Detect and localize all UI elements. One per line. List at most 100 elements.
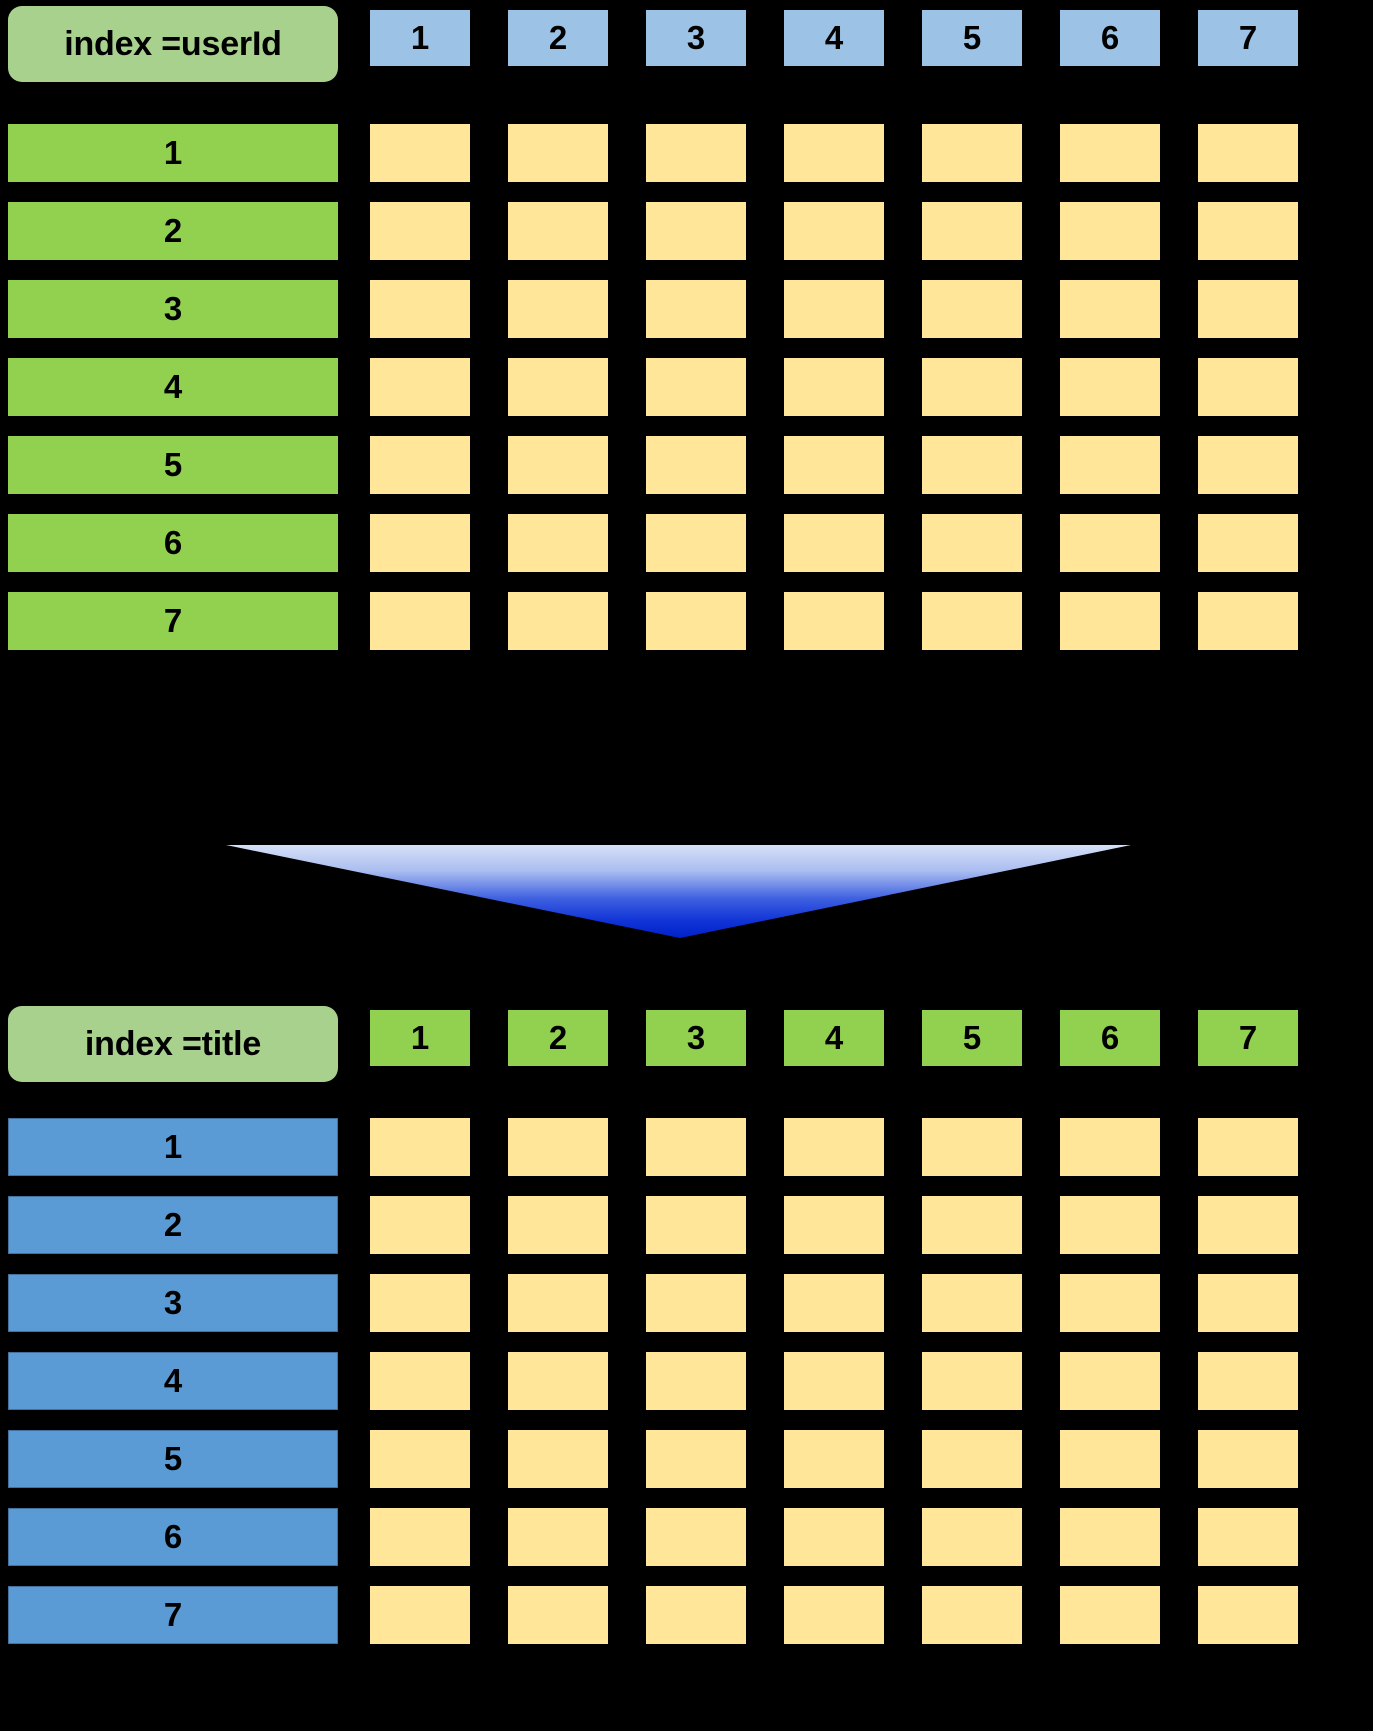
matrix-cell[interactable] <box>646 1118 746 1176</box>
matrix-cell[interactable] <box>922 1352 1022 1410</box>
matrix-cell[interactable] <box>1060 592 1160 650</box>
matrix-cell[interactable] <box>1060 358 1160 416</box>
matrix-cell[interactable] <box>1198 202 1298 260</box>
matrix-cell[interactable] <box>1198 514 1298 572</box>
matrix-cell[interactable] <box>784 436 884 494</box>
matrix-cell[interactable] <box>646 202 746 260</box>
matrix-cell[interactable] <box>508 592 608 650</box>
matrix-cell[interactable] <box>1198 1274 1298 1332</box>
matrix-cell[interactable] <box>922 280 1022 338</box>
matrix-cell[interactable] <box>922 514 1022 572</box>
matrix-cell[interactable] <box>508 202 608 260</box>
matrix-cell[interactable] <box>1198 1508 1298 1566</box>
matrix-cell[interactable] <box>646 592 746 650</box>
matrix-cell[interactable] <box>922 1196 1022 1254</box>
top-column-header-2[interactable]: 2 <box>508 10 608 66</box>
matrix-cell[interactable] <box>1198 1118 1298 1176</box>
matrix-cell[interactable] <box>508 1586 608 1644</box>
matrix-cell[interactable] <box>1060 436 1160 494</box>
top-row-label-2[interactable]: 2 <box>8 202 338 260</box>
matrix-cell[interactable] <box>508 1196 608 1254</box>
matrix-cell[interactable] <box>370 436 470 494</box>
bottom-column-header-3[interactable]: 3 <box>646 1010 746 1066</box>
bottom-column-header-5[interactable]: 5 <box>922 1010 1022 1066</box>
matrix-cell[interactable] <box>508 1118 608 1176</box>
matrix-cell[interactable] <box>922 358 1022 416</box>
bottom-column-header-7[interactable]: 7 <box>1198 1010 1298 1066</box>
matrix-cell[interactable] <box>1060 1430 1160 1488</box>
matrix-cell[interactable] <box>922 1586 1022 1644</box>
bottom-row-label-4[interactable]: 4 <box>8 1352 338 1410</box>
matrix-cell[interactable] <box>370 1586 470 1644</box>
matrix-cell[interactable] <box>784 202 884 260</box>
top-column-header-1[interactable]: 1 <box>370 10 470 66</box>
matrix-cell[interactable] <box>508 124 608 182</box>
top-row-label-5[interactable]: 5 <box>8 436 338 494</box>
matrix-cell[interactable] <box>370 124 470 182</box>
matrix-cell[interactable] <box>508 358 608 416</box>
matrix-cell[interactable] <box>922 1274 1022 1332</box>
matrix-cell[interactable] <box>1198 436 1298 494</box>
matrix-cell[interactable] <box>1198 1352 1298 1410</box>
matrix-cell[interactable] <box>922 1430 1022 1488</box>
matrix-cell[interactable] <box>646 280 746 338</box>
matrix-cell[interactable] <box>784 1118 884 1176</box>
top-row-label-3[interactable]: 3 <box>8 280 338 338</box>
matrix-cell[interactable] <box>508 514 608 572</box>
bottom-column-header-1[interactable]: 1 <box>370 1010 470 1066</box>
matrix-cell[interactable] <box>784 514 884 572</box>
matrix-cell[interactable] <box>1060 1352 1160 1410</box>
matrix-cell[interactable] <box>1198 124 1298 182</box>
matrix-cell[interactable] <box>646 358 746 416</box>
matrix-cell[interactable] <box>508 1508 608 1566</box>
matrix-cell[interactable] <box>370 514 470 572</box>
bottom-row-label-3[interactable]: 3 <box>8 1274 338 1332</box>
matrix-cell[interactable] <box>1060 1196 1160 1254</box>
matrix-cell[interactable] <box>784 124 884 182</box>
matrix-cell[interactable] <box>784 358 884 416</box>
bottom-row-label-6[interactable]: 6 <box>8 1508 338 1566</box>
matrix-cell[interactable] <box>370 1352 470 1410</box>
top-column-header-3[interactable]: 3 <box>646 10 746 66</box>
matrix-cell[interactable] <box>784 1508 884 1566</box>
matrix-cell[interactable] <box>922 124 1022 182</box>
matrix-cell[interactable] <box>784 1586 884 1644</box>
matrix-cell[interactable] <box>1060 1508 1160 1566</box>
matrix-cell[interactable] <box>1060 280 1160 338</box>
matrix-cell[interactable] <box>1198 1196 1298 1254</box>
matrix-cell[interactable] <box>370 1430 470 1488</box>
matrix-cell[interactable] <box>784 1352 884 1410</box>
matrix-cell[interactable] <box>646 1352 746 1410</box>
bottom-column-header-2[interactable]: 2 <box>508 1010 608 1066</box>
matrix-cell[interactable] <box>370 1508 470 1566</box>
matrix-cell[interactable] <box>784 280 884 338</box>
matrix-cell[interactable] <box>508 1352 608 1410</box>
top-column-header-4[interactable]: 4 <box>784 10 884 66</box>
bottom-column-header-6[interactable]: 6 <box>1060 1010 1160 1066</box>
top-column-header-7[interactable]: 7 <box>1198 10 1298 66</box>
matrix-cell[interactable] <box>1198 1430 1298 1488</box>
matrix-cell[interactable] <box>922 592 1022 650</box>
matrix-cell[interactable] <box>646 1196 746 1254</box>
matrix-cell[interactable] <box>646 1586 746 1644</box>
matrix-cell[interactable] <box>370 1274 470 1332</box>
matrix-cell[interactable] <box>1198 1586 1298 1644</box>
matrix-cell[interactable] <box>646 436 746 494</box>
matrix-cell[interactable] <box>1060 514 1160 572</box>
top-row-label-1[interactable]: 1 <box>8 124 338 182</box>
top-row-label-4[interactable]: 4 <box>8 358 338 416</box>
matrix-cell[interactable] <box>922 1508 1022 1566</box>
matrix-cell[interactable] <box>784 1274 884 1332</box>
matrix-cell[interactable] <box>646 1508 746 1566</box>
matrix-cell[interactable] <box>1060 1118 1160 1176</box>
bottom-column-header-4[interactable]: 4 <box>784 1010 884 1066</box>
bottom-row-label-1[interactable]: 1 <box>8 1118 338 1176</box>
matrix-cell[interactable] <box>1060 124 1160 182</box>
matrix-cell[interactable] <box>1198 280 1298 338</box>
matrix-cell[interactable] <box>370 592 470 650</box>
matrix-cell[interactable] <box>508 1274 608 1332</box>
matrix-cell[interactable] <box>922 1118 1022 1176</box>
matrix-cell[interactable] <box>1060 1586 1160 1644</box>
top-row-label-6[interactable]: 6 <box>8 514 338 572</box>
top-row-label-7[interactable]: 7 <box>8 592 338 650</box>
